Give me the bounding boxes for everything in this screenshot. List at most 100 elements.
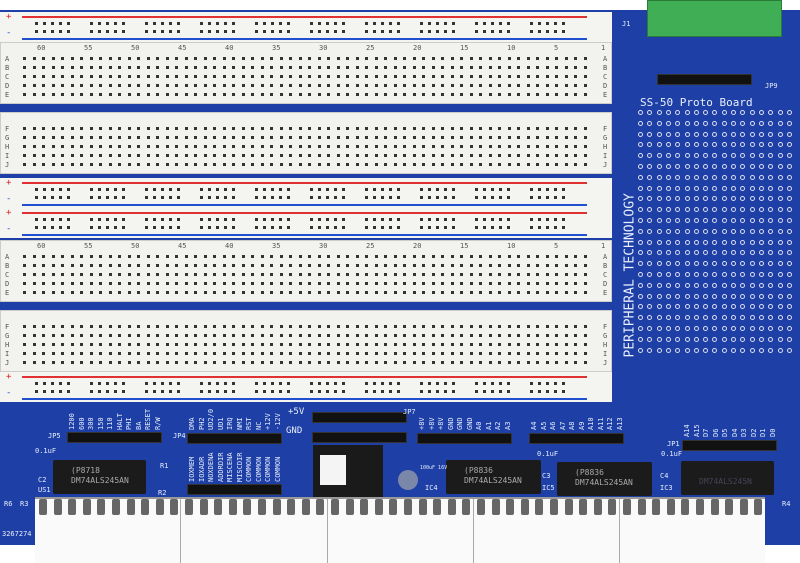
rail-hole — [177, 188, 180, 191]
tie-point — [89, 163, 93, 166]
connector-pin — [243, 499, 252, 515]
tie-point — [279, 66, 283, 69]
tie-point — [317, 57, 321, 60]
row-letter: F — [603, 323, 608, 331]
tie-point — [317, 291, 321, 294]
tie-point — [355, 136, 359, 139]
proto-pad — [731, 261, 736, 267]
tie-point — [241, 334, 245, 337]
proto-pad — [675, 315, 681, 321]
rail-hole — [334, 382, 337, 385]
tie-point — [507, 282, 511, 285]
tie-point — [108, 145, 112, 148]
proto-pad — [675, 174, 681, 180]
tie-point — [469, 255, 473, 258]
tie-point — [184, 57, 188, 60]
tie-point — [412, 127, 416, 130]
tie-point — [555, 136, 558, 139]
tie-point — [289, 75, 292, 78]
rail-hole — [287, 218, 290, 221]
rail-hole — [35, 382, 38, 385]
tie-point — [317, 325, 321, 328]
tie-point — [241, 127, 245, 130]
tie-point — [574, 343, 577, 346]
tie-point — [384, 343, 387, 346]
pin-label: A5 — [539, 421, 548, 430]
tie-point — [175, 343, 178, 346]
tie-point — [469, 264, 473, 267]
proto-pad — [786, 282, 792, 288]
tie-point — [412, 273, 416, 276]
tie-point — [51, 75, 55, 78]
tie-point — [346, 282, 349, 285]
tie-point — [203, 273, 207, 276]
proto-pad — [665, 218, 671, 223]
connector-pin — [68, 499, 77, 515]
rail-hole — [114, 390, 117, 393]
rail-hole — [51, 196, 54, 199]
connector-pin — [185, 499, 193, 515]
tie-point — [222, 127, 226, 130]
tie-point — [431, 273, 435, 276]
tie-point — [289, 361, 292, 364]
proto-pad — [684, 261, 690, 267]
tie-point — [336, 84, 340, 87]
tie-point — [89, 127, 93, 130]
rail-hole — [90, 188, 93, 191]
header-5v — [312, 412, 407, 423]
tie-point — [222, 163, 226, 166]
tie-point — [517, 282, 520, 285]
tie-point — [536, 273, 539, 276]
tie-point — [51, 57, 55, 60]
tie-point — [127, 163, 131, 166]
rail-hole — [200, 30, 203, 33]
proto-pad — [703, 336, 709, 342]
rail-hole — [310, 196, 313, 199]
rail-hole — [122, 382, 125, 385]
tie-point — [412, 325, 416, 328]
tie-point — [488, 282, 492, 285]
proto-pad — [712, 282, 718, 288]
tie-point — [137, 136, 140, 139]
label-us1: US1 — [38, 486, 51, 494]
tie-point — [583, 57, 587, 60]
proto-pad — [675, 326, 681, 331]
tie-point — [431, 343, 435, 346]
rail-hole — [145, 218, 148, 221]
tie-point — [222, 325, 226, 328]
tie-point — [365, 264, 368, 267]
tie-point — [156, 57, 159, 60]
tie-point — [184, 273, 188, 276]
header-jp4-bottom — [187, 484, 282, 495]
tie-point — [80, 352, 83, 355]
proto-pad — [684, 336, 690, 342]
tie-point — [184, 145, 188, 148]
tie-point — [431, 145, 435, 148]
proto-pad — [638, 153, 643, 159]
tie-point — [270, 273, 273, 276]
tie-point — [241, 93, 245, 96]
tie-point — [260, 66, 264, 69]
rail-hole — [35, 30, 38, 33]
tie-point — [241, 84, 245, 87]
tie-point — [393, 343, 397, 346]
tie-point — [70, 361, 74, 364]
tie-point — [194, 282, 197, 285]
tie-point — [99, 84, 102, 87]
tie-point — [355, 291, 359, 294]
rail-hole — [483, 218, 486, 221]
tie-point — [203, 163, 207, 166]
proto-pad — [740, 347, 746, 353]
rail-hole — [98, 22, 101, 25]
tie-point — [270, 66, 273, 69]
tie-point — [583, 343, 587, 346]
tie-point — [555, 127, 558, 130]
pin-label: COMMON — [264, 456, 272, 482]
rail-hole — [546, 30, 549, 33]
connector-pin — [331, 499, 339, 515]
proto-pad — [665, 336, 671, 342]
proto-pad — [656, 228, 662, 234]
proto-pad — [656, 218, 662, 223]
tie-point — [564, 334, 568, 337]
tie-point — [184, 343, 188, 346]
